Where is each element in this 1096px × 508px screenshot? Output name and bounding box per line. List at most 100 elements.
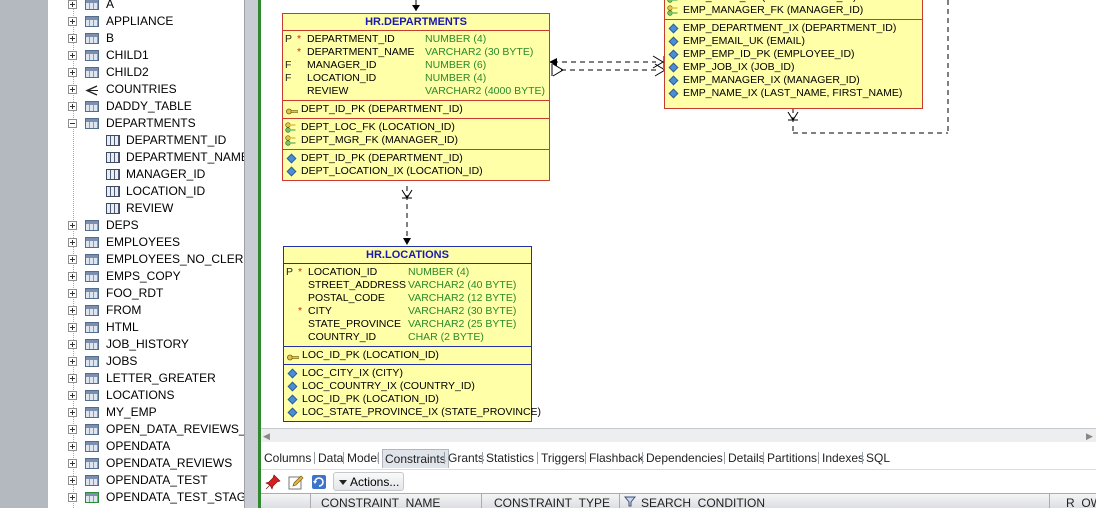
tree-item-table[interactable]: EMPS_COPY — [48, 268, 244, 285]
tab-details[interactable]: Details — [728, 451, 765, 465]
index-row[interactable]: EMP_EMP_ID_PK (EMPLOYEE_ID) — [665, 48, 922, 61]
tab-model[interactable]: Model — [347, 451, 380, 465]
index-row[interactable]: DEPT_ID_PK (DEPARTMENT_ID) — [283, 152, 549, 165]
tree-item-table[interactable]: LETTER_GREATER — [48, 370, 244, 387]
tree-item-table[interactable]: JOBS — [48, 353, 244, 370]
refresh-icon[interactable] — [311, 474, 327, 490]
panel-divider[interactable] — [258, 0, 261, 508]
tree-item-table[interactable]: CHILD2 — [48, 64, 244, 81]
expand-icon[interactable] — [68, 357, 77, 366]
tree-item-table[interactable]: B — [48, 30, 244, 47]
tab-columns[interactable]: Columns — [264, 451, 312, 465]
expand-icon[interactable] — [68, 425, 77, 434]
expand-icon[interactable] — [68, 493, 77, 502]
tree-item-table[interactable]: EMPLOYEES_NO_CLERKS — [48, 251, 244, 268]
tree-item-table[interactable]: OPEN_DATA_REVIEWS_NE — [48, 421, 244, 438]
index-row[interactable]: EMP_MANAGER_IX (MANAGER_ID) — [665, 74, 922, 87]
expand-icon[interactable] — [68, 391, 77, 400]
expand-icon[interactable] — [68, 255, 77, 264]
tab-statistics[interactable]: Statistics — [486, 451, 535, 465]
tree-item-table[interactable]: FROM — [48, 302, 244, 319]
expand-icon[interactable] — [68, 51, 77, 60]
tab-partitions[interactable]: Partitions — [767, 451, 818, 465]
column-header-constraint-type[interactable]: CONSTRAINT_TYPE — [494, 496, 611, 508]
expand-icon[interactable] — [68, 442, 77, 451]
tree-item-table[interactable]: APPLIANCE — [48, 13, 244, 30]
tab-triggers[interactable]: Triggers — [541, 451, 585, 465]
tab-constraints[interactable]: Constraints — [382, 449, 449, 468]
tab-indexes[interactable]: Indexes — [822, 451, 865, 465]
tree-item-table[interactable]: FOO_RDT — [48, 285, 244, 302]
column-header-search-condition[interactable]: SEARCH_CONDITION — [641, 496, 766, 508]
actions-menu-button[interactable]: Actions... — [333, 472, 405, 491]
foreign-key-row[interactable]: EMP_DEPT_FK (DEPARTMENT_ID) — [665, 0, 922, 4]
tree-item-table[interactable]: DADDY_TABLE — [48, 98, 244, 115]
scroll-right-icon[interactable]: ▶ — [1086, 431, 1093, 441]
tree-item-table[interactable]: CHILD1 — [48, 47, 244, 64]
index-row[interactable]: EMP_JOB_IX (JOB_ID) — [665, 61, 922, 74]
expand-icon[interactable] — [68, 408, 77, 417]
tab-dependencies[interactable]: Dependencies — [646, 451, 723, 465]
expand-icon[interactable] — [68, 476, 77, 485]
expand-icon[interactable] — [68, 0, 77, 9]
expand-icon[interactable] — [68, 459, 77, 468]
tree-item-table[interactable]: JOB_HISTORY — [48, 336, 244, 353]
tree-item-column[interactable]: REVIEW — [48, 200, 244, 217]
pin-icon[interactable] — [265, 474, 281, 490]
expand-icon[interactable] — [68, 238, 77, 247]
foreign-key-row[interactable]: DEPT_MGR_FK (MANAGER_ID) — [283, 134, 549, 147]
tree-item-column[interactable]: LOCATION_ID — [48, 183, 244, 200]
tree-scrollbar[interactable] — [244, 0, 258, 508]
tree-item-table[interactable]: DEPS — [48, 217, 244, 234]
expand-icon[interactable] — [68, 340, 77, 349]
index-row[interactable]: LOC_ID_PK (LOCATION_ID) — [284, 393, 531, 406]
employees-entity[interactable]: EMP_DEPT_FK (DEPARTMENT_ID)EMP_MANAGER_F… — [664, 0, 923, 109]
expand-icon[interactable] — [68, 34, 77, 43]
edit-icon[interactable] — [288, 474, 304, 490]
tab-grants[interactable]: Grants — [448, 451, 485, 465]
index-row[interactable]: EMP_EMAIL_UK (EMAIL) — [665, 35, 922, 48]
tab-sql[interactable]: SQL — [866, 451, 891, 465]
expand-icon[interactable] — [68, 102, 77, 111]
expand-icon[interactable] — [68, 323, 77, 332]
expand-icon[interactable] — [68, 289, 77, 298]
index-row[interactable]: EMP_DEPARTMENT_IX (DEPARTMENT_ID) — [665, 22, 922, 35]
tree-item-table[interactable]: A — [48, 0, 244, 13]
tree-item-table[interactable]: OPENDATA_TEST — [48, 472, 244, 489]
column-header-r-owner[interactable]: R_OW — [1066, 496, 1096, 508]
tree-item-table[interactable]: HTML — [48, 319, 244, 336]
tree-item-table[interactable]: OPENDATA_TEST_STAGE — [48, 489, 244, 506]
expand-icon[interactable] — [68, 272, 77, 281]
tree-item-table[interactable]: DEPARTMENTS — [48, 115, 244, 132]
tree-item-column[interactable]: MANAGER_ID — [48, 166, 244, 183]
tree-item-table[interactable]: OPENDATA_REVIEWS — [48, 455, 244, 472]
tree-item-table[interactable]: LOCATIONS — [48, 387, 244, 404]
collapse-icon[interactable] — [68, 119, 77, 128]
diagram-horizontal-scrollbar[interactable]: ◀ ▶ — [261, 428, 1096, 442]
primary-key-row[interactable]: DEPT_ID_PK (DEPARTMENT_ID) — [283, 103, 549, 116]
tree-item-column[interactable]: DEPARTMENT_NAME — [48, 149, 244, 166]
foreign-key-row[interactable]: DEPT_LOC_FK (LOCATION_ID) — [283, 121, 549, 134]
index-row[interactable]: DEPT_LOCATION_IX (LOCATION_ID) — [283, 165, 549, 178]
expand-icon[interactable] — [68, 306, 77, 315]
tab-data[interactable]: Data — [318, 451, 344, 465]
scroll-left-icon[interactable]: ◀ — [263, 431, 270, 441]
tree-item-table[interactable]: EMPLOYEES — [48, 234, 244, 251]
index-row[interactable]: LOC_STATE_PROVINCE_IX (STATE_PROVINCE) — [284, 406, 541, 419]
tab-flashback[interactable]: Flashback — [589, 451, 644, 465]
tree-item-table[interactable]: OPENDATA — [48, 438, 244, 455]
expand-icon[interactable] — [68, 374, 77, 383]
